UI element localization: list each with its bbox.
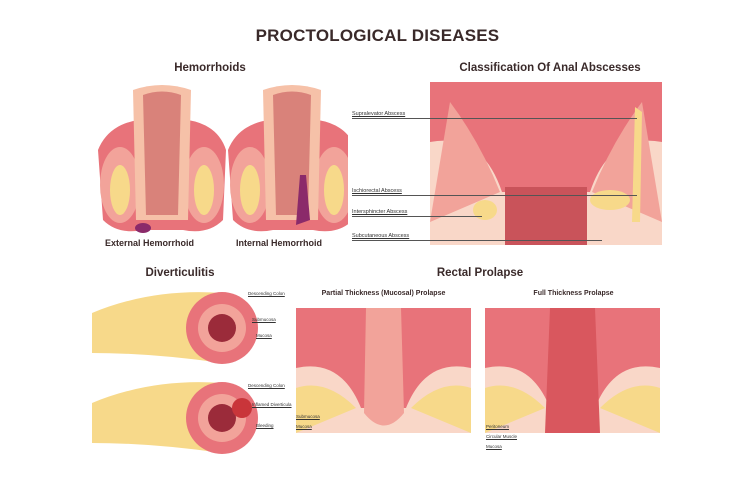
submucosa-prolapse-label: Submucosa xyxy=(296,414,320,419)
partial-prolapse-illustration xyxy=(296,308,471,433)
partial-prolapse-title: Partial Thickness (Mucosal) Prolapse xyxy=(321,290,446,297)
descending-colon-label: Descending Colon xyxy=(248,291,285,296)
diverticulitis-title: Diverticulitis xyxy=(145,267,215,279)
inflamed-diverticula-label: Inflamed Diverticula xyxy=(252,402,292,407)
peritoneum-label: Peritoneum xyxy=(486,424,510,429)
full-prolapse-title: Full Thickness Prolapse xyxy=(533,290,614,297)
internal-hemorrhoid-caption: Internal Hemorrhoid xyxy=(236,238,323,248)
prolapse-title: Rectal Prolapse xyxy=(436,267,524,279)
supralevator-label: Supralevator Abscess xyxy=(352,111,406,117)
hemorrhoid-illustrations xyxy=(98,85,348,233)
mucosa-full-label: Mucosa xyxy=(486,444,502,449)
descending-colon-label-2: Descending Colon xyxy=(248,383,285,388)
full-prolapse-illustration xyxy=(485,308,660,433)
submucosa-label: Submucosa xyxy=(252,317,276,322)
mucosa-label: Mucosa xyxy=(256,333,272,338)
abscess-illustration xyxy=(430,82,662,245)
subcutaneous-label: Subcutaneous Abscess xyxy=(352,233,410,239)
bleeding-label: Bleeding xyxy=(256,423,274,428)
page-title: PROCTOLOGICAL DISEASES xyxy=(255,26,500,45)
circular-muscle-label: Circular Muscle xyxy=(486,434,518,439)
mucosa-prolapse-label: Mucosa xyxy=(296,424,312,429)
diverticulitis-illustrations xyxy=(92,292,258,454)
intersphincter-label: Intersphincter Abscess xyxy=(352,209,408,215)
ischiorectal-label: Ischiorectal Abscess xyxy=(352,188,402,194)
external-hemorrhoid-caption: External Hemorrhoid xyxy=(105,238,195,248)
hemorrhoids-title: Hemorrhoids xyxy=(174,62,246,74)
abscesses-title: Classification Of Anal Abscesses xyxy=(459,62,641,74)
